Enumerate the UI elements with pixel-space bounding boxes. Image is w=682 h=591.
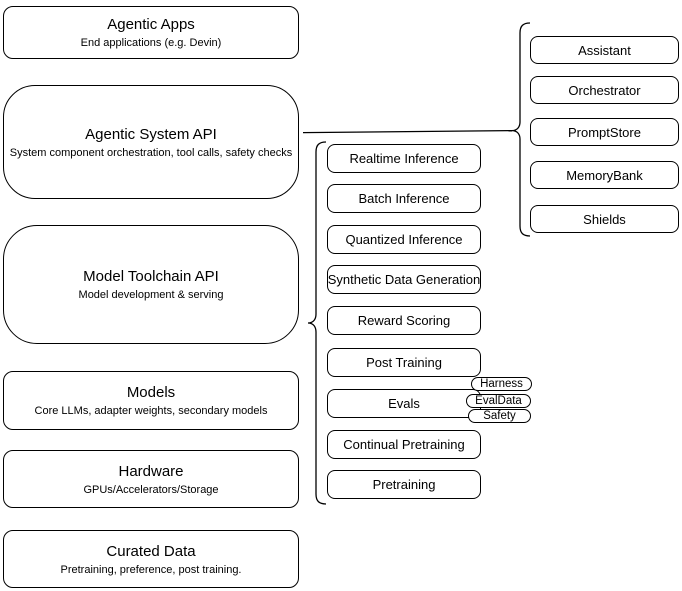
toolchain-item-synthetic-data-generation: Synthetic Data Generation [327,265,481,294]
layer-box-agentic-system-api: Agentic System API System component orch… [3,85,299,199]
system-item-promptstore: PromptStore [530,118,679,146]
toolchain-item-label: Continual Pretraining [343,437,465,452]
layer-box-hardware: Hardware GPUs/Accelerators/Storage [3,450,299,508]
evals-subitem-label: EvalData [475,395,522,407]
evals-subitem-harness: Harness [471,377,532,391]
toolchain-item-quantized-inference: Quantized Inference [327,225,481,254]
layer-subtitle: End applications (e.g. Devin) [80,37,222,49]
toolchain-item-label: Evals [388,396,420,411]
layer-title: Hardware [118,462,184,480]
toolchain-item-post-training: Post Training [327,348,481,377]
system-item-orchestrator: Orchestrator [530,76,679,104]
layer-subtitle: System component orchestration, tool cal… [9,146,293,159]
layer-box-model-toolchain-api: Model Toolchain API Model development & … [3,225,299,344]
system-item-shields: Shields [530,205,679,233]
toolchain-item-label: Batch Inference [358,191,450,206]
toolchain-item-label: Realtime Inference [349,151,459,166]
evals-subitem-label: Harness [480,378,523,390]
system-api-to-components-line [302,129,513,134]
layer-box-curated-data: Curated Data Pretraining, preference, po… [3,530,299,588]
system-item-label: MemoryBank [566,167,643,183]
layer-title: Model Toolchain API [83,268,219,285]
layer-subtitle: Pretraining, preference, post training. [60,563,242,576]
toolchain-item-batch-inference: Batch Inference [327,184,481,213]
system-item-assistant: Assistant [530,36,679,64]
toolchain-item-continual-pretraining: Continual Pretraining [327,430,481,459]
toolchain-item-label: Synthetic Data Generation [327,272,481,287]
layer-box-models: Models Core LLMs, adapter weights, secon… [3,371,299,430]
system-components-brace [511,22,531,237]
layer-box-agentic-apps: Agentic Apps End applications (e.g. Devi… [3,6,299,59]
toolchain-item-reward-scoring: Reward Scoring [327,306,481,335]
toolchain-item-evals: Evals [327,389,481,418]
layer-title: Agentic Apps [107,16,195,33]
toolchain-item-pretraining: Pretraining [327,470,481,499]
layer-title: Models [126,384,176,401]
toolchain-item-label: Post Training [366,355,442,370]
evals-subitem-evaldata: EvalData [466,394,531,408]
system-item-label: Assistant [578,42,631,58]
system-item-label: Shields [583,211,626,227]
toolchain-item-label: Quantized Inference [345,232,463,247]
layer-title: Agentic System API [85,125,217,143]
system-item-memorybank: MemoryBank [530,161,679,189]
layer-subtitle: Model development & serving [78,289,224,301]
layer-subtitle: GPUs/Accelerators/Storage [83,483,219,496]
layer-title: Curated Data [106,542,196,560]
system-item-label: Orchestrator [568,82,641,98]
system-item-label: PromptStore [568,124,641,140]
toolchain-item-label: Pretraining [372,477,436,492]
toolchain-brace [307,141,327,505]
evals-subitem-label: Safety [483,410,516,422]
layer-subtitle: Core LLMs, adapter weights, secondary mo… [34,405,268,417]
toolchain-item-realtime-inference: Realtime Inference [327,144,481,173]
toolchain-item-label: Reward Scoring [357,313,451,328]
evals-subitem-safety: Safety [468,409,531,423]
